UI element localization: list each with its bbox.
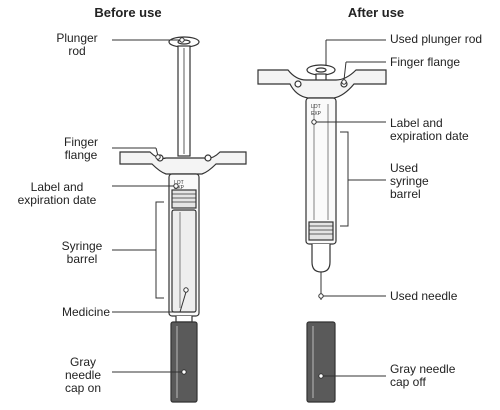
label-gray-needle-cap-off: Gray needle cap off xyxy=(390,362,456,389)
after-plunger-head-center xyxy=(315,67,327,73)
label-finger-flange: Finger flange xyxy=(63,135,98,162)
label-label-and-expiration-date: Label and expiration date xyxy=(17,180,97,207)
before-barrel-tip xyxy=(175,316,193,323)
leader-after-finger-flange-b xyxy=(343,61,347,81)
after-stopper xyxy=(308,221,334,241)
after-lot-mark: LOT xyxy=(311,104,321,110)
before-lot-mark: LOT xyxy=(174,180,184,186)
label-used-syringe-barrel: Used syringe barrel xyxy=(390,161,429,201)
after-needle-cap xyxy=(306,321,336,403)
before-exp-mark: EXP xyxy=(174,185,185,191)
after-exp-mark: EXP xyxy=(311,111,322,117)
leader-medicine-b xyxy=(179,291,187,313)
after-leaders xyxy=(311,39,386,379)
label-medicine: Medicine xyxy=(61,305,110,319)
leader-needle-cap-off-dot xyxy=(318,373,324,379)
after-finger-flange xyxy=(257,69,387,99)
leader-medicine-dot xyxy=(183,287,189,293)
label-syringe-barrel: Syringe barrel xyxy=(61,239,103,266)
label-plunger-rod: Plunger rod xyxy=(56,31,98,58)
bracket-syringe-barrel xyxy=(155,201,164,299)
label-used-needle: Used needle xyxy=(390,289,458,303)
heading-before-use: Before use xyxy=(94,5,162,20)
after-flange-hole-left xyxy=(294,80,302,88)
label-after-label-and-expiration-date: Label and expiration date xyxy=(390,116,469,143)
after-syringe xyxy=(257,64,387,403)
leader-after-finger-flange-dot xyxy=(341,79,347,85)
before-flange-hole-right xyxy=(204,154,212,162)
leader-plunger-rod-dot xyxy=(179,37,185,43)
before-stopper xyxy=(171,189,197,209)
leader-used-needle-dot xyxy=(318,293,324,299)
before-syringe xyxy=(119,36,247,403)
label-used-plunger-rod: Used plunger rod xyxy=(390,32,483,46)
bracket-used-syringe-barrel xyxy=(340,131,349,227)
before-leaders xyxy=(112,37,189,375)
before-medicine xyxy=(171,209,197,313)
label-gray-needle-cap-on: Gray needle cap on xyxy=(64,355,102,395)
label-after-finger-flange: Finger flange xyxy=(390,55,461,69)
leader-after-label-expiration-dot xyxy=(311,119,317,125)
heading-after-use: After use xyxy=(347,5,405,20)
leader-label-expiration-dot xyxy=(173,183,179,189)
leader-finger-flange-dot xyxy=(155,154,161,160)
after-needle-hub xyxy=(311,244,331,273)
leader-needle-cap-on-dot xyxy=(181,369,187,375)
before-needle-cap xyxy=(170,321,198,403)
